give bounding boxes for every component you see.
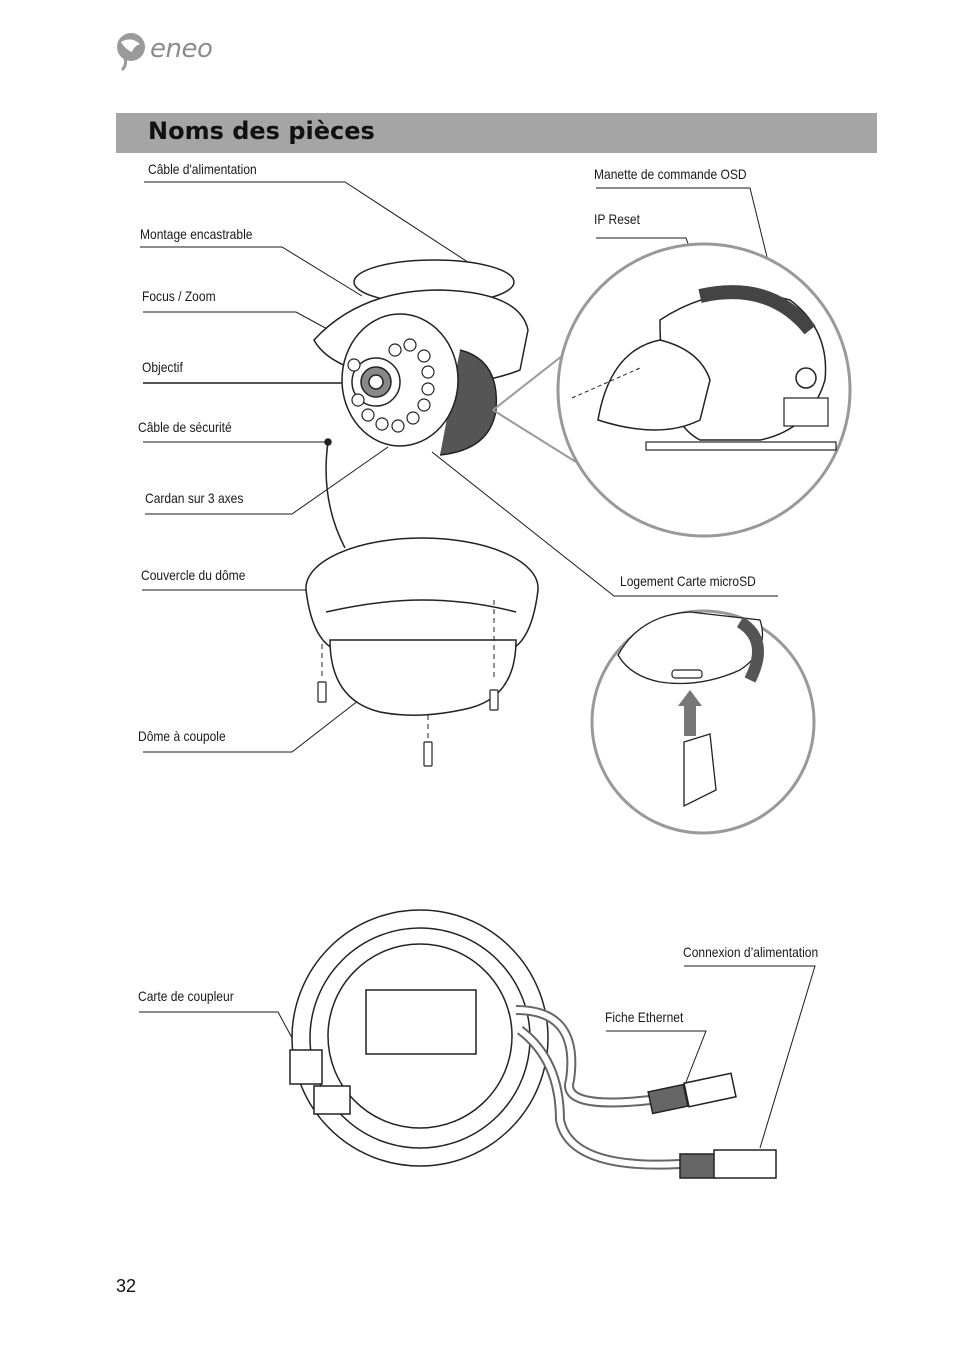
label-power-cable: Câble d'alimentation: [148, 161, 257, 177]
section-title: Noms des pièces: [148, 117, 375, 145]
screws: [317, 681, 499, 767]
label-dome-cover: Couvercle du dôme: [141, 567, 246, 583]
leader-power-connection: [684, 965, 816, 1149]
leader-dome-bubble: [143, 689, 373, 753]
eneo-logo-icon: [117, 33, 145, 72]
label-coupler-board: Carte de coupleur: [138, 988, 234, 1004]
page-number: 32: [116, 1276, 137, 1296]
section-banner: Noms des pièces: [116, 113, 877, 153]
leader-power-cable: [144, 181, 481, 271]
zoom-circle-microsd: [590, 609, 816, 835]
label-power-connection: Connexion d’alimentation: [683, 944, 819, 960]
dome-assembly: [305, 537, 539, 716]
safety-cable-line: [325, 441, 346, 549]
label-ethernet-plug: Fiche Ethernet: [605, 1009, 684, 1025]
leader-microsd: [431, 451, 778, 597]
brand-logo-text: eneo: [150, 34, 213, 64]
label-osd-joystick: Manette de commande OSD: [594, 166, 747, 182]
label-lens: Objectif: [142, 359, 183, 375]
label-microsd-slot: Logement Carte microSD: [620, 573, 756, 589]
label-ip-reset: IP Reset: [594, 211, 640, 227]
label-focus-zoom: Focus / Zoom: [142, 288, 216, 304]
screw-guides: [321, 600, 495, 740]
leader-lines: [139, 181, 816, 1149]
leader-flush-mount: [140, 246, 363, 297]
leader-ethernet: [606, 1030, 707, 1083]
leader-gimbal: [145, 446, 389, 515]
ir-leds-upper: [347, 338, 435, 433]
base-bottom-view: [289, 909, 777, 1179]
label-gimbal: Cardan sur 3 axes: [145, 490, 244, 506]
leader-dome-cover: [142, 589, 319, 601]
zoom-circle-osd: [492, 242, 852, 538]
leader-coupler-board: [139, 1011, 305, 1061]
label-safety-cable: Câble de sécurité: [138, 419, 232, 435]
label-dome-bubble: Dôme à coupole: [138, 728, 226, 744]
label-flush-mount: Montage encastrable: [140, 226, 253, 242]
camera-upper: [313, 259, 529, 456]
